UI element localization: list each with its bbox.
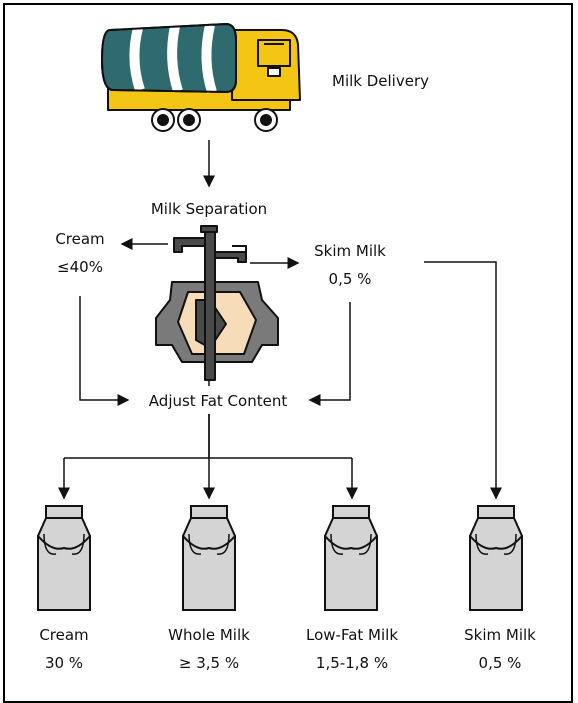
product-cream-name: Cream xyxy=(39,626,89,644)
adjust-fat-content-label: Adjust Fat Content xyxy=(148,392,288,410)
process-diagram xyxy=(37,23,523,611)
product-skim-milk-value: 0,5 % xyxy=(478,654,522,672)
skim-output-name: Skim Milk xyxy=(314,242,386,260)
product-whole-milk-value: ≥ 3,5 % xyxy=(178,654,240,672)
product-low-fat-name: Low-Fat Milk xyxy=(305,626,399,644)
milk-can-icon-4 xyxy=(469,505,523,611)
cream-output-name: Cream xyxy=(55,230,105,248)
milk-truck-icon xyxy=(101,23,301,132)
skim-output-value: 0,5 % xyxy=(328,270,372,288)
product-cream-value: 30 % xyxy=(44,654,84,672)
arrow-skim-to-adjust xyxy=(308,302,351,406)
milk-separator-icon xyxy=(155,225,279,381)
arrow-skim-to-skim-can xyxy=(424,261,502,500)
product-low-fat-value: 1,5-1,8 % xyxy=(315,654,389,672)
product-whole-milk-name: Whole Milk xyxy=(168,626,250,644)
arrow-cream-to-adjust xyxy=(79,296,130,406)
milk-separation-label: Milk Separation xyxy=(150,200,268,218)
milk-can-icon-3 xyxy=(324,505,378,611)
product-skim-milk-name: Skim Milk xyxy=(464,626,536,644)
cream-output-value: ≤40% xyxy=(57,258,103,276)
milk-can-icon-2 xyxy=(182,505,236,611)
milk-delivery-label: Milk Delivery xyxy=(332,72,429,90)
milk-can-icon-1 xyxy=(37,505,91,611)
